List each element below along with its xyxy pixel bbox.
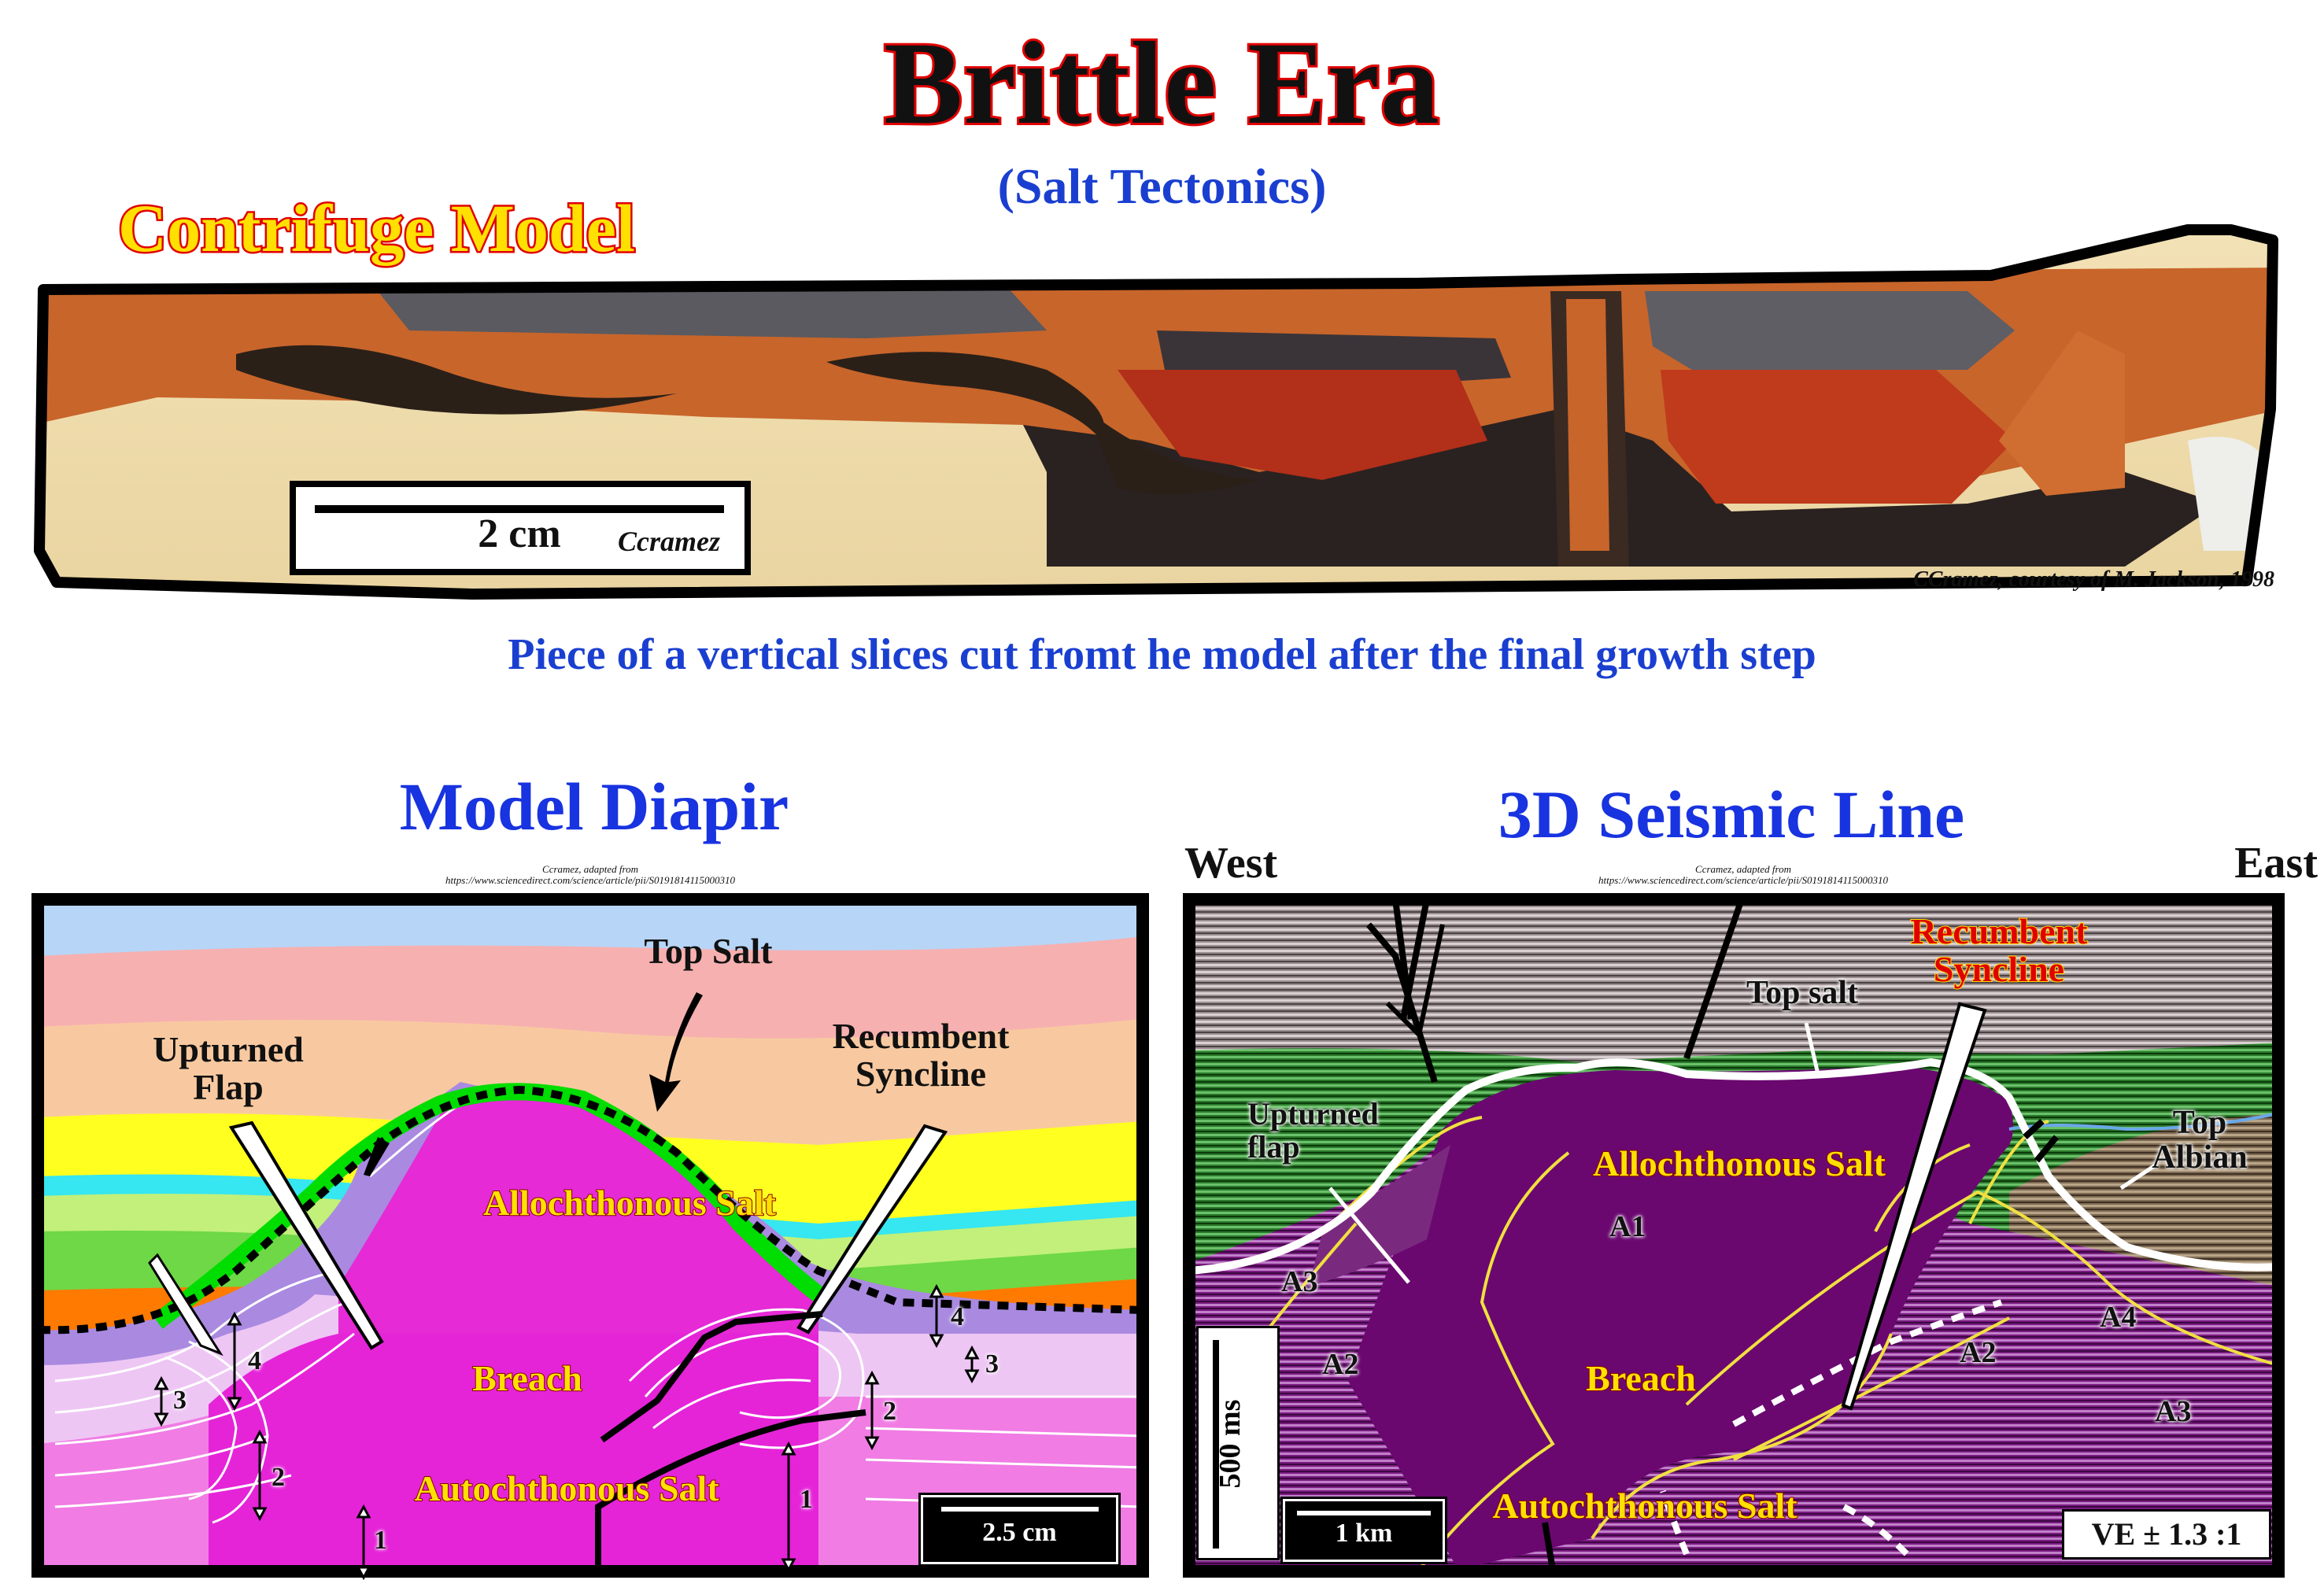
seismic-upturned-flap-label: Upturned flap [1247, 1096, 1379, 1165]
model-scale-bar: 2.5 cm [918, 1493, 1121, 1567]
page-title: Brittle Era [881, 16, 1442, 151]
marker-2-right: 2 [883, 1397, 896, 1426]
marker-4-right: 4 [951, 1302, 964, 1331]
model-allochthonous-salt-label: Allochthonous Salt [482, 1183, 777, 1223]
marker-3-left: 3 [173, 1386, 187, 1415]
seismic-credit-line2: https://www.sciencedirect.com/science/ar… [1598, 874, 1889, 886]
model-diapir-credit-line1: Ccramez, adapted from [542, 863, 638, 875]
unit-a3-right: A3 [2155, 1395, 2192, 1428]
west-label: West [1184, 839, 1278, 888]
seismic-autochthonous-salt-label: Autochthonous Salt [1491, 1486, 1797, 1526]
marker-3-right: 3 [985, 1349, 999, 1379]
contrifuge-model-photo [34, 224, 2278, 600]
top-salt-pointer [649, 992, 703, 1112]
marker-1-right: 1 [800, 1485, 813, 1514]
unit-a2-right: A2 [1960, 1336, 1997, 1369]
unit-a4: A4 [2100, 1301, 2137, 1334]
seismic-recumbent-syncline-label: Recumbent Syncline [1910, 911, 2089, 990]
photo-caption: Piece of a vertical slices cut fromt he … [508, 630, 1816, 679]
photo-credit: CCramez, courtesy of M. Jackson, 1998 [1913, 567, 2274, 592]
seismic-recumbent-arrow [1841, 1002, 1987, 1411]
unit-a3-left: A3 [1281, 1265, 1318, 1298]
seismic-top-salt-label: Top salt [1746, 975, 1859, 1011]
contrifuge-model-label: Contrifuge Model [116, 189, 637, 268]
model-upturned-flap-label: Upturned Flap [153, 1029, 304, 1108]
vertical-scale-label: 500 ms [1214, 1399, 1247, 1489]
vertical-scale-box: 500 ms [1196, 1326, 1280, 1560]
seismic-allochthonous-salt-label: Allochthonous Salt [1592, 1143, 1886, 1183]
breach-fault-line [600, 1311, 823, 1443]
east-label: East [2234, 839, 2318, 888]
marker-4-left: 4 [248, 1346, 261, 1375]
marker-1-left: 1 [374, 1526, 387, 1555]
horizontal-scale-label: 1 km [1335, 1519, 1393, 1548]
model-scale-bar-label: 2.5 cm [982, 1518, 1057, 1547]
model-recumbent-syncline-label: Recumbent Syncline [832, 1016, 1010, 1095]
model-autochthonous-salt-label: Autochthonous Salt [413, 1468, 719, 1508]
model-diapir-credit-line2: https://www.sciencedirect.com/science/ar… [445, 874, 736, 886]
model-top-salt-label: Top Salt [644, 931, 773, 971]
model-diapir-diagram [31, 893, 1149, 1578]
seismic-title: 3D Seismic Line [1498, 777, 1965, 852]
unit-a2-left: A2 [1322, 1348, 1359, 1381]
seismic-breach-label: Breach [1585, 1358, 1697, 1398]
seismic-credit-line1: Ccramez, adapted from [1695, 863, 1791, 875]
upturned-flap-arrow [228, 1121, 384, 1350]
horizontal-scale-box: 1 km [1280, 1497, 1447, 1564]
unit-a1: A1 [1609, 1210, 1646, 1243]
model-breach-label: Breach [471, 1358, 583, 1398]
photo-scale-author: Ccramez [618, 526, 720, 557]
photo-scale-bar-label: 2 cm [478, 511, 561, 556]
recumbent-syncline-arrow [796, 1124, 948, 1335]
marker-2-left: 2 [272, 1463, 285, 1492]
page-subtitle: (Salt Tectonics) [997, 158, 1327, 214]
seismic-top-albian-label: Top Albian [2152, 1105, 2248, 1176]
vertical-exaggeration: VE ± 1.3 :1 [2062, 1509, 2271, 1560]
model-diapir-title: Model Diapir [399, 769, 789, 844]
